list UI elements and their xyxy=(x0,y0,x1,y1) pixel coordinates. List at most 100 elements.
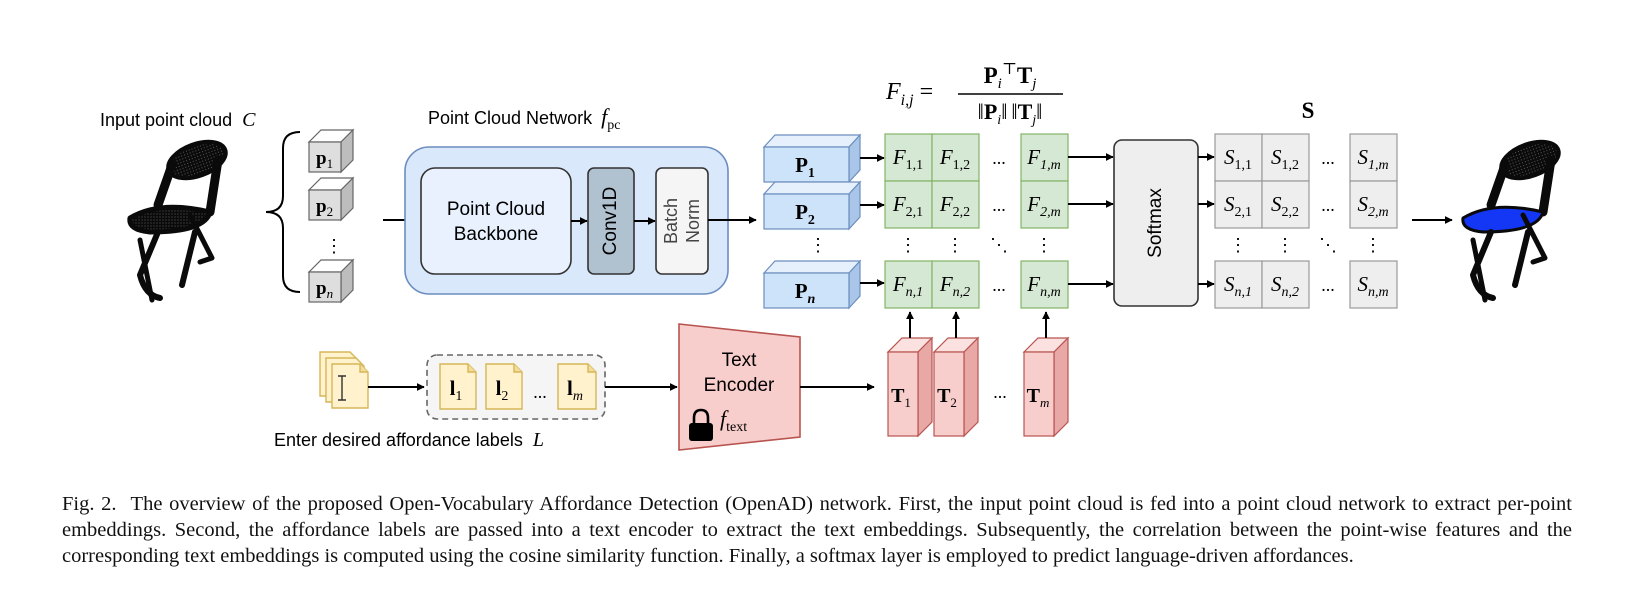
point-cloud-backbone: Point Cloud Backbone xyxy=(420,167,572,275)
svg-text:F1,m: F1,m xyxy=(1026,145,1060,173)
svg-text:P2: P2 xyxy=(795,200,815,228)
f-cell-n-m: Fn,m xyxy=(1020,260,1069,309)
svg-text:P1: P1 xyxy=(795,153,815,181)
s-cell-2-1: S2,1 xyxy=(1214,180,1263,229)
svg-text:F2,2: F2,2 xyxy=(939,192,970,220)
svg-text:...: ... xyxy=(1321,275,1335,295)
svg-text:Point Cloud: Point Cloud xyxy=(447,199,545,220)
svg-text:S2,2: S2,2 xyxy=(1271,192,1299,220)
svg-text:lm: lm xyxy=(567,376,583,404)
point-embedding-n: Pn xyxy=(762,259,862,310)
figure-number: Fig. 2. xyxy=(62,493,117,515)
svg-text:⋮: ⋮ xyxy=(946,235,964,255)
f-cell-1-2: F1,2 xyxy=(931,133,980,182)
point-cube-2: p2 xyxy=(307,176,355,222)
svg-text:Softmax: Softmax xyxy=(1145,188,1166,258)
diagram-canvas: Input point cloud C p1 p2 ⋮ pn Point xyxy=(100,61,1561,451)
svg-text:Norm: Norm xyxy=(683,199,703,243)
svg-text:Fn,m: Fn,m xyxy=(1026,272,1060,300)
text-embedding-2: T2 xyxy=(932,336,980,438)
f-cell-n-2: Fn,2 xyxy=(931,260,980,309)
f-matrix: F1,1 F1,2 ... F1,m F2,1 F2,2 ... F2,m ⋮ … xyxy=(884,133,1069,309)
svg-text:l2: l2 xyxy=(496,376,509,404)
s-cell-n-1: Sn,1 xyxy=(1214,260,1263,309)
svg-text:Batch: Batch xyxy=(661,198,681,244)
text-embedding-1: T1 xyxy=(886,336,934,438)
f-cell-2-m: F2,m xyxy=(1020,180,1069,229)
point-cube-n: pn xyxy=(307,258,355,304)
label-documents-icon xyxy=(319,351,369,409)
svg-text:p1: p1 xyxy=(316,148,333,171)
output-chair-pointcloud xyxy=(1461,139,1561,303)
s-matrix: S1,1 S1,2 ... S1,m S2,1 S2,2 ... S2,m ⋮ … xyxy=(1214,133,1398,309)
conv1d-layer: Conv1D xyxy=(587,167,635,275)
embeddings-vertical-ellipsis: ⋮ xyxy=(809,235,827,255)
svg-text:T1: T1 xyxy=(891,385,911,410)
svg-text:Conv1D: Conv1D xyxy=(600,187,621,256)
svg-text:Encoder: Encoder xyxy=(704,375,775,396)
s-cell-2-2: S2,2 xyxy=(1261,180,1310,229)
svg-text:Pn: Pn xyxy=(795,279,816,307)
s-cell-n-m: Sn,m xyxy=(1349,260,1398,309)
svg-text:‖Pi‖‖Tj‖: ‖Pi‖‖Tj‖ xyxy=(978,99,1043,128)
svg-text:p2: p2 xyxy=(316,196,333,219)
label-2: l2 xyxy=(485,363,523,410)
svg-text:Tm: Tm xyxy=(1027,385,1050,410)
svg-text:F2,m: F2,m xyxy=(1026,192,1060,220)
enter-labels-caption: Enter desired affordance labels L xyxy=(274,429,544,451)
svg-text:S1,m: S1,m xyxy=(1357,145,1388,173)
svg-text:S1,2: S1,2 xyxy=(1271,145,1299,173)
text-embeddings-ellipsis: ... xyxy=(993,382,1007,402)
softmax-layer: Softmax xyxy=(1113,139,1199,307)
pcn-title: Point Cloud Network fpc xyxy=(428,104,620,133)
svg-text:...: ... xyxy=(992,148,1006,168)
points-brace xyxy=(265,131,301,293)
svg-text:Backbone: Backbone xyxy=(454,224,539,245)
svg-text:...: ... xyxy=(1321,148,1335,168)
svg-text:pn: pn xyxy=(316,278,333,301)
svg-text:⋮: ⋮ xyxy=(1229,235,1247,255)
label-m: lm xyxy=(557,363,597,410)
svg-text:...: ... xyxy=(1321,195,1335,215)
svg-text:Text: Text xyxy=(722,350,758,371)
input-point-cloud-label: Input point cloud C xyxy=(100,109,256,131)
svg-text:F2,1: F2,1 xyxy=(892,192,923,220)
label-1: l1 xyxy=(439,363,477,410)
f-cell-2-2: F2,2 xyxy=(931,180,980,229)
svg-text:S1,1: S1,1 xyxy=(1224,145,1252,173)
svg-text:Sn,m: Sn,m xyxy=(1357,272,1388,300)
s-cell-n-2: Sn,2 xyxy=(1261,260,1310,309)
svg-text:F1,2: F1,2 xyxy=(939,145,970,173)
similarity-matrix-label: S xyxy=(1302,98,1315,123)
svg-text:...: ... xyxy=(992,275,1006,295)
svg-text:ftext: ftext xyxy=(720,406,747,435)
point-cube-1: p1 xyxy=(307,128,355,174)
f-cell-2-1: F2,1 xyxy=(884,180,933,229)
svg-text:⋮: ⋮ xyxy=(1364,235,1382,255)
svg-text:⋱: ⋱ xyxy=(990,235,1008,255)
text-embedding-m: Tm xyxy=(1022,336,1070,438)
svg-text:⋮: ⋮ xyxy=(1035,235,1053,255)
caption-text: The overview of the proposed Open-Vocabu… xyxy=(62,493,1572,567)
svg-text:S2,m: S2,m xyxy=(1357,192,1388,220)
svg-text:Fn,2: Fn,2 xyxy=(939,272,970,300)
point-embedding-2: P2 xyxy=(762,180,862,231)
f-cell-1-1: F1,1 xyxy=(884,133,933,182)
svg-text:Fn,1: Fn,1 xyxy=(892,272,923,300)
batchnorm-layer: Batch Norm xyxy=(655,167,709,275)
s-cell-1-m: S1,m xyxy=(1349,133,1398,182)
svg-text:F1,1: F1,1 xyxy=(892,145,923,173)
f-cell-n-1: Fn,1 xyxy=(884,260,933,309)
figure-caption: Fig. 2.The overview of the proposed Open… xyxy=(62,491,1572,569)
cosine-similarity-formula: Fi,j= Pi⊤Tj ‖Pi‖‖Tj‖ xyxy=(885,61,1063,128)
text-encoder: Text Encoder ftext xyxy=(678,323,801,451)
f-cell-1-m: F1,m xyxy=(1020,133,1069,182)
points-vertical-ellipsis: ⋮ xyxy=(325,236,343,256)
svg-text:...: ... xyxy=(992,195,1006,215)
s-cell-1-1: S1,1 xyxy=(1214,133,1263,182)
point-embedding-1: P1 xyxy=(762,133,862,184)
svg-text:⋱: ⋱ xyxy=(1319,235,1337,255)
svg-text:l1: l1 xyxy=(450,376,463,404)
input-chair-pointcloud xyxy=(127,139,228,303)
svg-text:⋮: ⋮ xyxy=(899,235,917,255)
